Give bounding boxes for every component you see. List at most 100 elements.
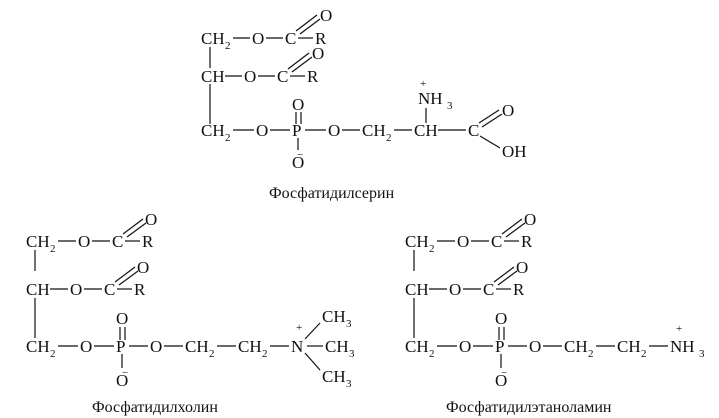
atom-o: O bbox=[292, 95, 304, 114]
subscript-2: 2 bbox=[386, 132, 392, 144]
atom-r: R bbox=[307, 67, 319, 86]
atom-oh: OH bbox=[502, 142, 527, 161]
phosphatidylserine-structure: CH 2 O C O R CH O C O R CH 2 O P O bbox=[201, 6, 527, 202]
atom-n: N bbox=[291, 337, 303, 356]
atom-ch: CH bbox=[201, 67, 225, 86]
atom-o: O bbox=[457, 232, 469, 251]
double-bond-line bbox=[481, 113, 503, 128]
minus-charge: − bbox=[501, 367, 507, 379]
double-bond-line bbox=[287, 52, 310, 70]
atom-o: O bbox=[80, 337, 92, 356]
plus-charge: + bbox=[676, 323, 682, 335]
subscript-2: 2 bbox=[429, 243, 435, 255]
atom-nh: NH bbox=[670, 337, 695, 356]
atom-o: O bbox=[328, 121, 340, 140]
atom-o: O bbox=[292, 153, 304, 172]
atom-o: O bbox=[137, 258, 149, 277]
atom-o: O bbox=[459, 337, 471, 356]
subscript-3: 3 bbox=[346, 318, 352, 330]
atom-ch2: CH bbox=[362, 121, 386, 140]
atom-o: O bbox=[495, 309, 507, 328]
subscript-3: 3 bbox=[349, 348, 355, 360]
double-bond-line bbox=[118, 270, 139, 286]
atom-ch: CH bbox=[405, 280, 429, 299]
atom-o: O bbox=[116, 309, 128, 328]
atom-c: C bbox=[104, 280, 115, 299]
plus-charge: + bbox=[420, 78, 426, 90]
bond bbox=[479, 135, 501, 149]
atom-o: O bbox=[320, 6, 332, 25]
double-bond-line bbox=[114, 266, 136, 283]
atom-c: C bbox=[483, 280, 494, 299]
atom-ch3: CH bbox=[325, 337, 349, 356]
atom-o: O bbox=[78, 232, 90, 251]
atom-r: R bbox=[521, 232, 533, 251]
atom-c: C bbox=[277, 67, 288, 86]
atom-ch2: CH bbox=[201, 29, 225, 48]
atom-c: C bbox=[112, 232, 123, 251]
atom-ch3: CH bbox=[322, 307, 346, 326]
atom-o: O bbox=[502, 101, 514, 120]
atom-ch2: CH bbox=[26, 232, 50, 251]
atom-ch: CH bbox=[26, 280, 50, 299]
bond bbox=[304, 322, 321, 340]
atom-r: R bbox=[315, 29, 327, 48]
atom-o: O bbox=[150, 337, 162, 356]
bond bbox=[304, 352, 321, 371]
atom-o: O bbox=[529, 337, 541, 356]
double-bond-line bbox=[501, 218, 523, 235]
double-bond-line bbox=[291, 56, 313, 73]
atom-ch: CH bbox=[414, 121, 438, 140]
subscript-2: 2 bbox=[429, 348, 435, 360]
minus-charge: − bbox=[122, 367, 128, 379]
atom-r: R bbox=[142, 232, 154, 251]
subscript-2: 2 bbox=[209, 348, 215, 360]
atom-ch2: CH bbox=[238, 337, 262, 356]
subscript-2: 2 bbox=[262, 348, 268, 360]
double-bond-line bbox=[478, 109, 500, 124]
atom-r: R bbox=[134, 280, 146, 299]
atom-o: O bbox=[256, 121, 268, 140]
atom-o: O bbox=[312, 44, 324, 63]
double-bond-line bbox=[505, 222, 526, 238]
atom-ch2: CH bbox=[26, 337, 50, 356]
double-bond-line bbox=[497, 270, 518, 286]
atom-ch2: CH bbox=[405, 337, 429, 356]
atom-o: O bbox=[116, 371, 128, 390]
atom-o: O bbox=[516, 258, 528, 277]
atom-o: O bbox=[524, 210, 536, 229]
subscript-2: 2 bbox=[225, 40, 231, 52]
atom-c: C bbox=[285, 29, 296, 48]
atom-o: O bbox=[145, 210, 157, 229]
subscript-2: 2 bbox=[641, 348, 647, 360]
atom-ch2: CH bbox=[201, 121, 225, 140]
atom-p: P bbox=[292, 121, 301, 140]
subscript-2: 2 bbox=[588, 348, 594, 360]
atom-ch2: CH bbox=[564, 337, 588, 356]
atom-ch2: CH bbox=[617, 337, 641, 356]
atom-nh: NH bbox=[418, 89, 443, 108]
phosphatidylethanolamine-structure: CH 2 O C O R CH O C O R CH 2 O P O O bbox=[405, 210, 705, 416]
atom-ch2: CH bbox=[185, 337, 209, 356]
minus-charge: − bbox=[297, 149, 303, 161]
caption-phosphatidylcholine: Фосфатидилхолин bbox=[92, 399, 218, 416]
subscript-3: 3 bbox=[346, 378, 352, 390]
double-bond-line bbox=[122, 218, 144, 235]
subscript-2: 2 bbox=[225, 132, 231, 144]
atom-p: P bbox=[495, 337, 504, 356]
atom-c: C bbox=[468, 121, 479, 140]
double-bond-line bbox=[299, 18, 321, 35]
subscript-3: 3 bbox=[699, 348, 705, 360]
subscript-3: 3 bbox=[447, 100, 453, 112]
subscript-2: 2 bbox=[50, 243, 56, 255]
phosphatidylcholine-structure: CH 2 O C O R CH O C O R CH 2 O P O O bbox=[26, 210, 355, 416]
atom-o: O bbox=[495, 371, 507, 390]
atom-c: C bbox=[491, 232, 502, 251]
atom-ch3: CH bbox=[322, 367, 346, 386]
atom-o: O bbox=[244, 67, 256, 86]
atom-o: O bbox=[252, 29, 264, 48]
double-bond-line bbox=[126, 222, 147, 238]
atom-p: P bbox=[116, 337, 125, 356]
atom-r: R bbox=[513, 280, 525, 299]
